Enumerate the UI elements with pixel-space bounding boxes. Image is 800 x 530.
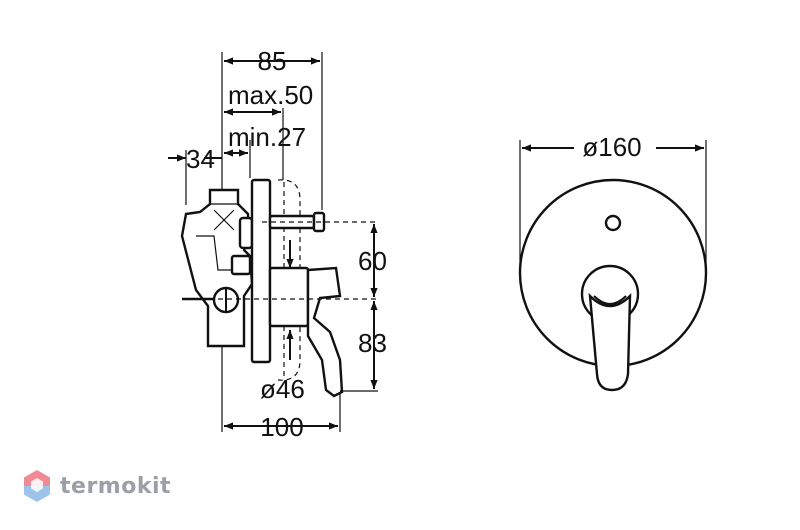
side-view: 85 max.50 min.27 34 60 83 ø46 100 [168, 46, 387, 442]
plaster-dashed-outline [277, 179, 301, 381]
hexagon-logo-icon [24, 470, 50, 502]
label-60: 60 [358, 246, 387, 276]
label-83: 83 [358, 328, 387, 358]
watermark: termokit [22, 466, 171, 506]
label-dia46: ø46 [260, 374, 305, 404]
valve-inner-detail [196, 235, 236, 271]
front-lever-handle [588, 292, 632, 392]
valve-inlet-detail [210, 203, 238, 231]
cover-rosette [268, 266, 310, 328]
label-dia160: ø160 [582, 132, 641, 162]
label-min27: min.27 [228, 122, 306, 152]
diverter-knob-dot [604, 214, 622, 232]
label-max50: max.50 [228, 80, 313, 110]
watermark-text: termokit [60, 473, 172, 499]
lever-handle [306, 266, 344, 398]
valve-cartridge [238, 216, 254, 250]
label-100: 100 [260, 412, 303, 442]
handle-joint-line [593, 295, 627, 305]
front-view: ø160 [518, 132, 708, 392]
label-85: 85 [258, 46, 287, 76]
label-34: 34 [186, 144, 215, 174]
mounting-plate [250, 178, 272, 364]
valve-port [230, 254, 252, 276]
